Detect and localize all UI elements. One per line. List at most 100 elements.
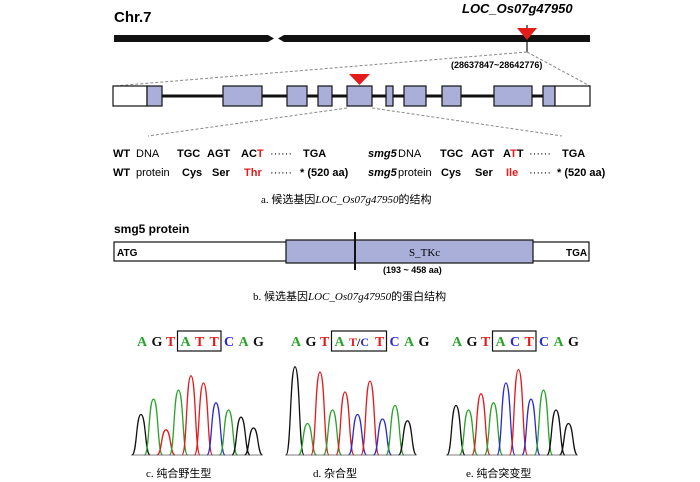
mut-aa-mutated: Ile bbox=[506, 167, 518, 179]
utr-5 bbox=[112, 85, 148, 107]
chromosome-label: Chr.7 bbox=[114, 9, 152, 26]
mutation-table: WT DNA TGC AGT ACT ······ TGA WT protein… bbox=[113, 148, 606, 179]
mut-codon-3c: T bbox=[517, 148, 524, 160]
trace-peak bbox=[244, 427, 263, 456]
base-letter: A bbox=[137, 335, 148, 350]
base-letter: C bbox=[539, 335, 549, 350]
mut-aa-2: Ser bbox=[475, 167, 493, 179]
base-letter: T bbox=[210, 335, 220, 350]
chromosome-arm-left bbox=[114, 35, 274, 42]
wt-aa-mutated: Thr bbox=[244, 167, 262, 179]
wt-codon-2: AGT bbox=[207, 148, 231, 160]
protein-label: protein bbox=[136, 167, 170, 179]
trace-peak bbox=[310, 371, 330, 456]
trace-peak bbox=[508, 368, 529, 456]
trace-peak bbox=[285, 366, 305, 456]
s-tkc-domain bbox=[285, 239, 534, 264]
trace-peak bbox=[446, 404, 466, 456]
svg-text:ACT: ACT bbox=[241, 148, 264, 160]
base-letter: G bbox=[467, 335, 478, 350]
wt-aa-2: Ser bbox=[212, 167, 230, 179]
mut-codon-2: AGT bbox=[471, 148, 495, 160]
exon-3 bbox=[286, 85, 308, 107]
trace-peak bbox=[546, 409, 566, 456]
domain-range: (193 ~ 458 aa) bbox=[383, 265, 442, 275]
mut-dna-label: smg5 bbox=[368, 148, 398, 160]
base-letter: A bbox=[554, 335, 565, 350]
gene-coordinates: (28637847~28642776) bbox=[451, 60, 542, 70]
mut-protein-ellipsis: ······ bbox=[529, 167, 551, 179]
exon-10 bbox=[542, 85, 556, 107]
base-letter: T bbox=[166, 335, 176, 350]
exon-8 bbox=[441, 85, 462, 107]
mut-stop-codon: TGA bbox=[562, 148, 585, 160]
codon-box bbox=[330, 330, 388, 352]
base-letter: A bbox=[239, 335, 250, 350]
mut-aa-1: Cys bbox=[441, 167, 461, 179]
exon-6 bbox=[385, 85, 394, 107]
mut-codon-1: TGC bbox=[440, 148, 463, 160]
base-letter: T bbox=[525, 335, 535, 350]
codon-box bbox=[491, 330, 537, 352]
protein-start: ATG bbox=[117, 248, 138, 259]
chromatogram-caption: c. 纯合野生型 bbox=[146, 466, 211, 480]
caption-a: a. 候选基因LOC_Os07g47950的结构 bbox=[261, 192, 432, 206]
trace-peak bbox=[471, 393, 491, 456]
trace-peak bbox=[231, 416, 251, 456]
base-letter: A bbox=[291, 335, 302, 350]
wt-dna-label: WT bbox=[113, 148, 130, 160]
zoom-line-right bbox=[526, 51, 591, 87]
chromosome-arm-right bbox=[278, 35, 590, 42]
base-letter: G bbox=[152, 335, 163, 350]
sequence-zoom-left bbox=[147, 107, 348, 137]
trace-peak bbox=[335, 391, 355, 456]
base-letter: T bbox=[375, 335, 385, 350]
zoom-line-left bbox=[113, 51, 528, 87]
mut-dna-ellipsis: ······ bbox=[529, 148, 551, 160]
mut-dna-word: DNA bbox=[398, 148, 422, 160]
svg-text:ATT: ATT bbox=[503, 148, 524, 160]
base-letter: A bbox=[496, 335, 507, 350]
trace-peak bbox=[558, 422, 579, 456]
base-letter: T bbox=[195, 335, 205, 350]
base-letter: G bbox=[568, 335, 579, 350]
protein-end: TGA bbox=[566, 248, 587, 259]
chromatogram-caption: e. 纯合突变型 bbox=[466, 466, 531, 480]
wt-aa-1: Cys bbox=[182, 167, 202, 179]
trace-peak bbox=[218, 409, 239, 456]
base-letter: G bbox=[253, 335, 264, 350]
base-letter: A bbox=[404, 335, 415, 350]
gene-name-label: LOC_Os07g47950 bbox=[462, 1, 573, 16]
wt-protein-label: WT bbox=[113, 167, 130, 179]
trace-peak bbox=[397, 420, 418, 456]
dna-label: DNA bbox=[136, 148, 160, 160]
protein-title: smg5 protein bbox=[114, 222, 189, 236]
base-letter: C bbox=[224, 335, 234, 350]
mutation-site-marker bbox=[349, 74, 370, 85]
base-letter: G bbox=[419, 335, 430, 350]
exon-5-mutated bbox=[346, 85, 373, 107]
codon-box bbox=[176, 330, 222, 352]
mut-protein-word: protein bbox=[398, 167, 432, 179]
base-letter: A bbox=[452, 335, 463, 350]
trace-peak bbox=[533, 389, 554, 456]
wt-protein-ellipsis: ······ bbox=[270, 167, 292, 179]
base-letter: T bbox=[481, 335, 491, 350]
exon-9 bbox=[493, 85, 533, 107]
mut-protein-label: smg5 bbox=[368, 167, 398, 179]
utr-3 bbox=[554, 85, 591, 107]
trace-peak bbox=[206, 402, 226, 456]
exon-2 bbox=[222, 85, 263, 107]
exon-4 bbox=[317, 85, 333, 107]
wt-stop-codon: TGA bbox=[303, 148, 326, 160]
chromatogram-caption: d. 杂合型 bbox=[313, 466, 357, 480]
mut-codon-3-mutated-base: T bbox=[510, 148, 517, 160]
base-letter: A bbox=[335, 335, 346, 350]
wt-codon-3a: AC bbox=[241, 148, 257, 160]
sequence-zoom-right bbox=[371, 107, 563, 137]
wt-codon-1: TGC bbox=[177, 148, 200, 160]
base-letter: T bbox=[320, 335, 330, 350]
